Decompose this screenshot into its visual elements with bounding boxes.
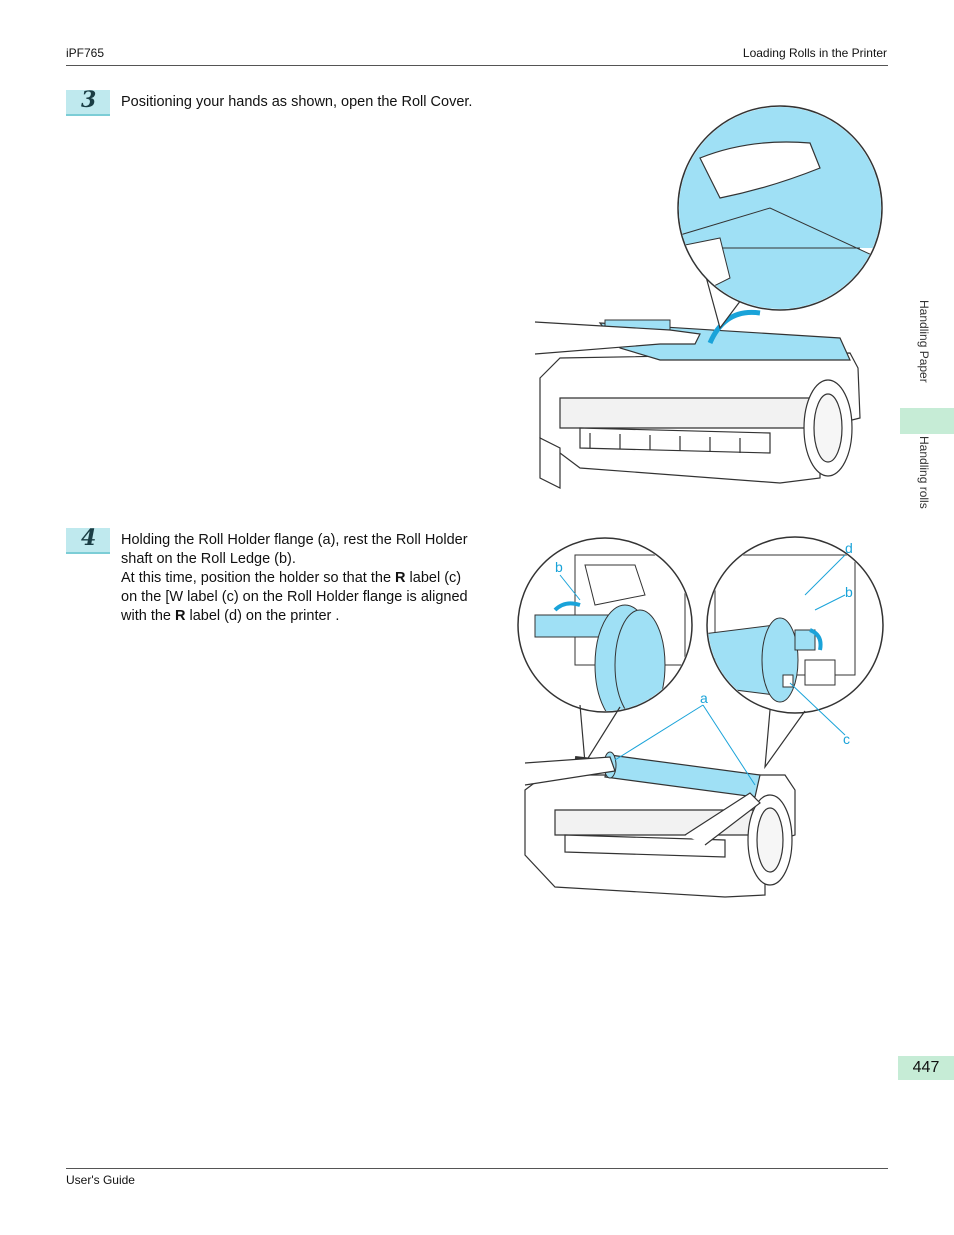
step-4-number: 4 (81, 525, 97, 551)
step-4-line-4: on the [W label (c) on the Roll Holder f… (121, 589, 468, 605)
roll-holder-illustration: a b d b c (517, 536, 884, 898)
open-roll-cover-illustration (534, 105, 883, 489)
printer-drawing (539, 352, 861, 489)
header-section-title: Loading Rolls in the Printer (742, 46, 887, 60)
callout-c: c (843, 731, 850, 747)
step-4-line-1: Holding the Roll Holder flange (a), rest… (121, 532, 468, 548)
header-divider (66, 65, 888, 66)
header-product: iPF765 (66, 46, 105, 60)
printer-drawing-2 (524, 774, 796, 898)
step-4-line-5: with the R label (d) on the printer . (121, 608, 340, 624)
step-4-badge: 4 (66, 525, 110, 554)
side-tab-subsection[interactable]: Handling rolls (900, 436, 954, 536)
callout-b-left: b (555, 559, 563, 575)
footer-guide-title: User's Guide (66, 1173, 135, 1187)
side-tab-section-label: Handling Paper (917, 300, 931, 383)
open-arrow (707, 309, 761, 345)
step-4-line-2: shaft on the Roll Ledge (b). (121, 551, 296, 567)
step-3-text: Positioning your hands as shown, open th… (121, 94, 473, 110)
hands (534, 321, 701, 355)
side-tab-subsection-label: Handling rolls (917, 436, 931, 509)
page-number: 447 (898, 1056, 954, 1080)
footer-divider (66, 1168, 888, 1169)
side-tab-section[interactable]: Handling Paper (900, 300, 954, 402)
callout-a: a (700, 690, 708, 706)
side-tab-marker (900, 408, 954, 434)
callout-b-right: b (845, 584, 853, 600)
step-4-text: Holding the Roll Holder flange (a), rest… (121, 531, 506, 626)
step-3-number: 3 (81, 87, 97, 113)
step-3-badge: 3 (66, 87, 110, 116)
callout-d: d (845, 540, 853, 556)
step-4-line-3: At this time, position the holder so tha… (121, 570, 462, 586)
